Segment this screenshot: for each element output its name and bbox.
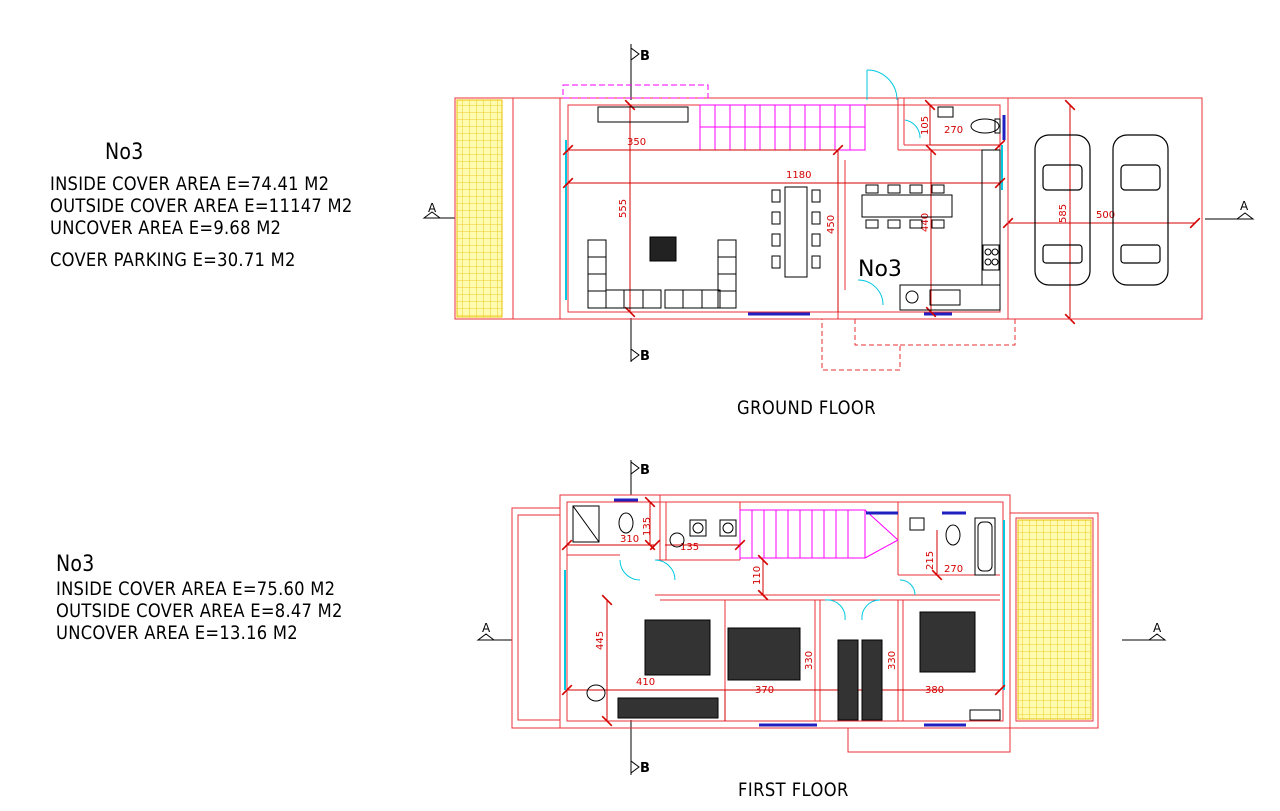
ground-floor-area-info: No3 (105, 140, 150, 166)
section-b-bottom: B (630, 318, 650, 364)
area-line: INSIDE COVER AREA E=74.41 M2 (50, 173, 330, 195)
ground-floor-caption: GROUND FLOOR (737, 397, 876, 419)
section-a-left: A (422, 201, 455, 219)
first-floor-caption: FIRST FLOOR (738, 779, 849, 801)
svg-text:445: 445 (595, 631, 606, 650)
unit-title: No3 (105, 140, 144, 165)
svg-text:350: 350 (627, 137, 646, 148)
svg-text:270: 270 (944, 125, 963, 136)
area-line: UNCOVER AREA E=9.68 M2 (50, 217, 282, 239)
section-a-right: A (1205, 199, 1255, 220)
ground-floor-plan: A A B B (422, 44, 1255, 371)
unit-title: No3 (56, 552, 95, 577)
svg-text:110: 110 (752, 566, 763, 585)
svg-text:270: 270 (944, 564, 963, 575)
svg-text:A: A (1153, 621, 1162, 635)
ground-furniture (587, 106, 1001, 311)
area-line: OUTSIDE COVER AREA E=8.47 M2 (56, 600, 343, 622)
svg-text:380: 380 (925, 685, 944, 696)
svg-text:555: 555 (618, 199, 629, 218)
first-stairs (739, 509, 899, 559)
svg-text:B: B (640, 49, 650, 64)
svg-text:A: A (428, 201, 437, 215)
first-floor-area-info: No3 INSIDE COVER AREA E=75.60 M2 OUTSIDE… (56, 552, 389, 644)
carport (1007, 97, 1203, 320)
first-floor-plan: B B A A (476, 460, 1167, 776)
svg-text:B: B (640, 463, 650, 478)
area-line: INSIDE COVER AREA E=75.60 M2 (56, 578, 336, 600)
svg-text:B: B (640, 761, 650, 776)
svg-text:585: 585 (1058, 204, 1069, 223)
svg-text:330: 330 (887, 651, 898, 670)
ground-floor-area-lines: INSIDE COVER AREA E=74.41 M2 OUTSIDE COV… (50, 173, 402, 271)
svg-text:310: 310 (620, 534, 639, 545)
svg-text:135: 135 (642, 517, 653, 536)
svg-text:450: 450 (826, 215, 837, 234)
area-line: OUTSIDE COVER AREA E=11147 M2 (50, 195, 353, 217)
section-b-bottom: B (630, 720, 650, 776)
svg-text:440: 440 (920, 213, 931, 232)
svg-text:370: 370 (755, 685, 774, 696)
svg-text:330: 330 (804, 651, 815, 670)
svg-text:B: B (640, 349, 650, 364)
area-line: COVER PARKING E=30.71 M2 (50, 249, 296, 271)
svg-text:1180: 1180 (786, 170, 811, 181)
section-b-top: B (630, 44, 650, 100)
svg-text:135: 135 (680, 542, 699, 553)
area-line: UNCOVER AREA E=13.16 M2 (56, 622, 298, 644)
svg-text:410: 410 (636, 677, 655, 688)
tiled-terrace (456, 99, 503, 318)
first-furniture (572, 505, 1001, 721)
svg-text:215: 215 (925, 551, 936, 570)
unit-label: No3 (858, 257, 902, 282)
section-a-right: A (1122, 621, 1167, 641)
svg-text:A: A (482, 621, 491, 635)
section-a-left: A (476, 621, 512, 641)
ground-stairs (699, 104, 866, 151)
section-b-top: B (630, 460, 650, 495)
svg-text:105: 105 (920, 116, 931, 135)
cars (1034, 134, 1169, 286)
svg-text:A: A (1240, 199, 1249, 213)
svg-text:500: 500 (1096, 210, 1115, 221)
